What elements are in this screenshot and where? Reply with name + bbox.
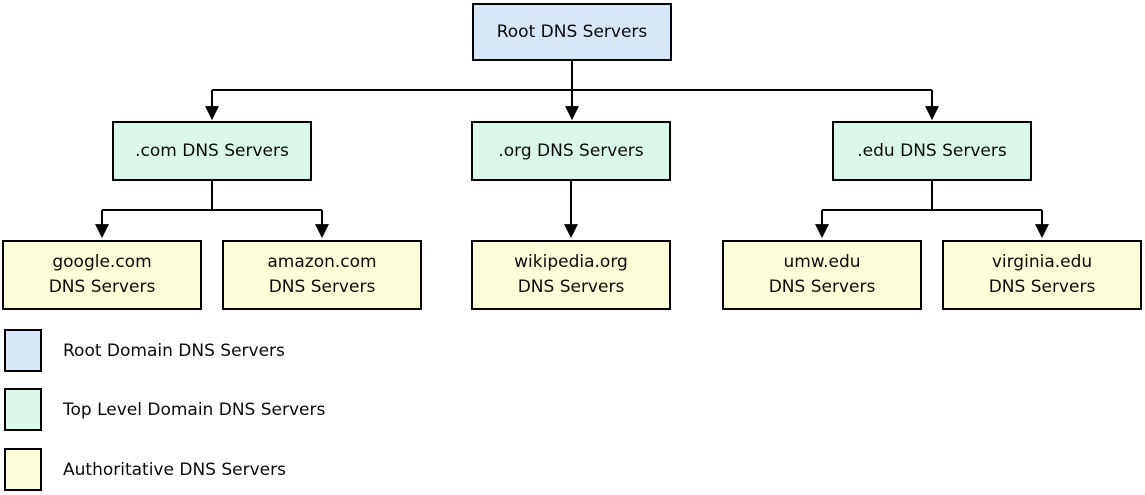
node-wikipedia-org-dns-servers: wikipedia.org DNS Servers — [471, 240, 671, 310]
legend-swatch-root-domain — [4, 329, 42, 372]
node-label-line2: DNS Servers — [517, 277, 625, 297]
legend-item-top-level-domain: Top Level Domain DNS Servers — [4, 388, 325, 431]
node-google-com-dns-servers: google.com DNS Servers — [2, 240, 202, 310]
node-edu-dns-servers: .edu DNS Servers — [832, 121, 1032, 181]
legend-label-top-level-domain: Top Level Domain DNS Servers — [63, 399, 326, 420]
node-label-line2: DNS Servers — [768, 277, 876, 297]
node-label-line2: DNS Servers — [988, 277, 1096, 297]
legend-swatch-top-level-domain — [4, 388, 42, 431]
node-label-line1: umw.edu — [783, 252, 861, 272]
node-org-dns-servers: .org DNS Servers — [471, 121, 671, 181]
legend-item-root-domain: Root Domain DNS Servers — [4, 329, 285, 372]
node-umw-edu-dns-servers: umw.edu DNS Servers — [722, 240, 922, 310]
node-label-line1: wikipedia.org — [514, 252, 628, 272]
legend-swatch-authoritative — [4, 448, 42, 491]
node-label-line1: amazon.com — [267, 252, 377, 272]
node-label-line2: DNS Servers — [268, 277, 376, 297]
node-label: .org DNS Servers — [498, 140, 644, 161]
node-root-dns-servers: Root DNS Servers — [472, 3, 672, 61]
node-label-line1: google.com — [52, 252, 152, 272]
node-com-dns-servers: .com DNS Servers — [112, 121, 312, 181]
legend-item-authoritative: Authoritative DNS Servers — [4, 448, 286, 491]
node-amazon-com-dns-servers: amazon.com DNS Servers — [222, 240, 422, 310]
legend-label-root-domain: Root Domain DNS Servers — [63, 340, 285, 361]
legend-label-authoritative: Authoritative DNS Servers — [63, 459, 286, 480]
node-label-line2: DNS Servers — [48, 277, 156, 297]
node-label: .edu DNS Servers — [857, 140, 1007, 161]
node-label-line1: virginia.edu — [991, 252, 1093, 272]
node-label: Root DNS Servers — [496, 21, 648, 42]
node-label: .com DNS Servers — [135, 140, 289, 161]
node-virginia-edu-dns-servers: virginia.edu DNS Servers — [942, 240, 1142, 310]
